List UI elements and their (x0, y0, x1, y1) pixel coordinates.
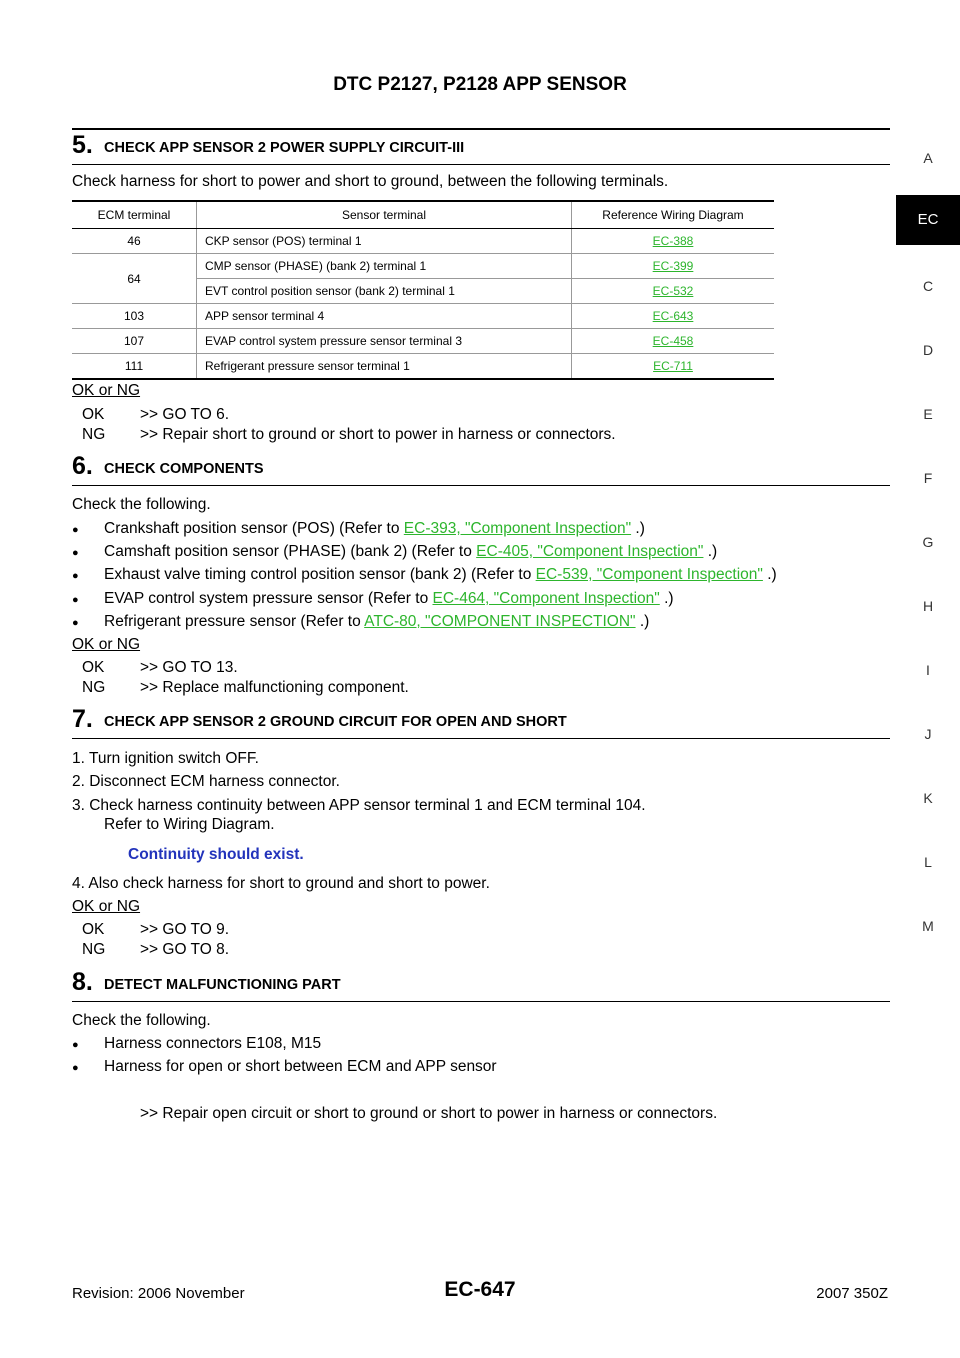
table-row: 46 CKP sensor (POS) terminal 1 EC-388 (72, 228, 774, 254)
step-3-note: Refer to Wiring Diagram. (104, 816, 275, 833)
ok-result: >> GO TO 9. (140, 921, 230, 938)
section-6-header: 6. CHECK COMPONENTS (72, 451, 890, 486)
sensor-terminal: Refrigerant pressure sensor terminal 1 (196, 353, 572, 380)
sensor-terminal: APP sensor terminal 4 (196, 303, 572, 329)
step-4: 4. Also check harness for short to groun… (72, 875, 490, 892)
side-tab-a[interactable]: A (923, 150, 933, 166)
ng-label: NG (82, 941, 106, 958)
section-number: 8. (72, 968, 93, 996)
side-tab-c[interactable]: C (922, 278, 934, 294)
side-tab-j[interactable]: J (924, 726, 932, 742)
ok-or-ng-label: OK or NG (72, 382, 141, 399)
side-tab-k[interactable]: K (923, 790, 933, 806)
section-title: CHECK COMPONENTS (104, 461, 264, 477)
component-inspection-link[interactable]: EC-393, "Component Inspection" (403, 520, 632, 537)
ok-or-ng-label: OK or NG (72, 636, 141, 653)
reference-link[interactable]: EC-399 (652, 259, 694, 273)
side-tab-d[interactable]: D (922, 342, 934, 358)
reference-link[interactable]: EC-532 (652, 284, 694, 298)
table-header-row: ECM terminal Sensor terminal Reference W… (72, 200, 774, 229)
table-header: Reference Wiring Diagram (571, 200, 774, 229)
page-title: DTC P2127, P2128 APP SENSOR (333, 74, 627, 95)
component-inspection-link[interactable]: EC-464, "Component Inspection" (432, 590, 660, 607)
list-item: Exhaust valve timing control position se… (72, 565, 777, 586)
reference-link[interactable]: EC-711 (653, 359, 693, 373)
table-row: EVT control position sensor (bank 2) ter… (72, 278, 774, 304)
section-8-header: 8. DETECT MALFUNCTIONING PART (72, 967, 890, 1002)
ng-result: >> GO TO 8. (140, 941, 230, 958)
section-5-header: 5. CHECK APP SENSOR 2 POWER SUPPLY CIRCU… (72, 128, 890, 165)
side-tab-g[interactable]: G (922, 534, 934, 550)
table-row: 111 Refrigerant pressure sensor terminal… (72, 353, 774, 380)
section-title: CHECK APP SENSOR 2 POWER SUPPLY CIRCUIT-… (104, 140, 465, 156)
ok-or-ng-label: OK or NG (72, 898, 141, 915)
table-header: Sensor terminal (196, 200, 572, 229)
sensor-terminal: EVAP control system pressure sensor term… (196, 328, 572, 354)
section-number: 5. (72, 131, 93, 159)
side-tab-ec-active[interactable]: EC (896, 195, 960, 245)
side-tab-f[interactable]: F (923, 470, 933, 486)
side-tab-h[interactable]: H (922, 598, 934, 614)
side-tab-l[interactable]: L (924, 854, 932, 870)
ecm-terminal: 107 (72, 328, 197, 354)
ng-result: >> Replace malfunctioning component. (140, 679, 409, 696)
section-7-header: 7. CHECK APP SENSOR 2 GROUND CIRCUIT FOR… (72, 704, 890, 739)
reference-link[interactable]: EC-388 (652, 234, 694, 248)
ecm-terminal: 64 (72, 253, 197, 304)
reference-link[interactable]: EC-458 (652, 334, 694, 348)
side-tab-m[interactable]: M (922, 918, 934, 934)
section-6-intro: Check the following. (72, 496, 211, 513)
reference-link[interactable]: EC-643 (652, 309, 694, 323)
section-8-intro: Check the following. (72, 1012, 211, 1029)
page-number: EC-647 (444, 1278, 516, 1301)
side-tab-e[interactable]: E (923, 406, 933, 422)
ecm-terminal: 103 (72, 303, 197, 329)
ecm-terminal: 46 (72, 228, 197, 254)
ok-result: >> GO TO 13. (140, 659, 238, 676)
list-item: Crankshaft position sensor (POS) (Refer … (72, 519, 645, 540)
step-2: 2. Disconnect ECM harness connector. (72, 773, 340, 790)
sensor-terminal: CKP sensor (POS) terminal 1 (196, 228, 572, 254)
section-title: DETECT MALFUNCTIONING PART (104, 977, 341, 993)
ok-label: OK (82, 659, 105, 676)
section-title: CHECK APP SENSOR 2 GROUND CIRCUIT FOR OP… (104, 714, 567, 730)
ng-result: >> Repair short to ground or short to po… (140, 426, 616, 443)
table-row: 107 EVAP control system pressure sensor … (72, 328, 774, 354)
component-inspection-link[interactable]: EC-539, "Component Inspection" (535, 566, 763, 583)
ecm-terminal: 111 (72, 353, 197, 380)
model-year: 2007 350Z (816, 1285, 888, 1302)
step-1: 1. Turn ignition switch OFF. (72, 750, 259, 767)
list-item: Harness for open or short between ECM an… (72, 1057, 497, 1078)
component-inspection-link[interactable]: EC-405, "Component Inspection" (476, 543, 704, 560)
table-row: 64 CMP sensor (PHASE) (bank 2) terminal … (72, 253, 774, 304)
section-number: 7. (72, 705, 93, 733)
list-item: Refrigerant pressure sensor (Refer to AT… (72, 612, 649, 633)
ng-label: NG (82, 679, 106, 696)
list-item: Harness connectors E108, M15 (72, 1034, 321, 1055)
repair-result: >> Repair open circuit or short to groun… (140, 1105, 718, 1122)
ok-label: OK (82, 406, 105, 423)
table-header: ECM terminal (72, 200, 197, 229)
continuity-spec: Continuity should exist. (128, 846, 304, 863)
section-5-intro: Check harness for short to power and sho… (72, 173, 669, 190)
list-item: Camshaft position sensor (PHASE) (bank 2… (72, 542, 717, 563)
sensor-terminal: EVT control position sensor (bank 2) ter… (196, 278, 572, 304)
sensor-terminal: CMP sensor (PHASE) (bank 2) terminal 1 (196, 253, 572, 279)
ok-result: >> GO TO 6. (140, 406, 230, 423)
terminal-table: ECM terminal Sensor terminal Reference W… (72, 200, 774, 380)
list-item: EVAP control system pressure sensor (Ref… (72, 589, 674, 610)
ng-label: NG (82, 426, 106, 443)
revision-date: Revision: 2006 November (72, 1285, 245, 1302)
side-tab-i[interactable]: I (926, 662, 930, 678)
table-row: 103 APP sensor terminal 4 EC-643 (72, 303, 774, 329)
component-inspection-link[interactable]: ATC-80, "COMPONENT INSPECTION" (364, 613, 636, 630)
step-3: 3. Check harness continuity between APP … (72, 797, 646, 814)
section-number: 6. (72, 452, 93, 480)
ok-label: OK (82, 921, 105, 938)
